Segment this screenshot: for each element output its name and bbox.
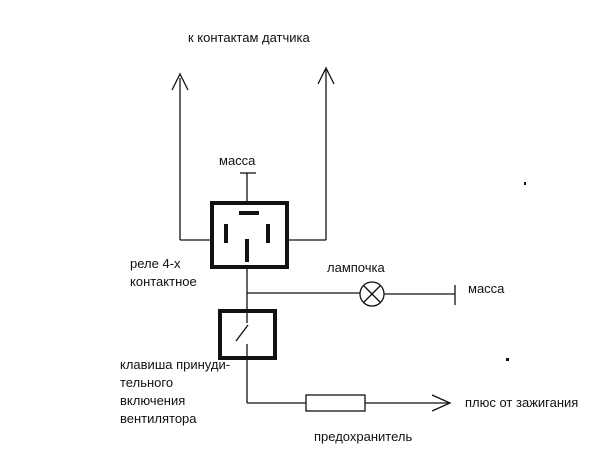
sensor-contacts-label: к контактам датчика (188, 30, 310, 45)
switch-label-line1: клавиша принуди- (120, 357, 230, 372)
fuse-label: предохранитель (314, 429, 412, 444)
relay-label-line1: реле 4-х (130, 256, 181, 271)
fuse-symbol (305, 394, 366, 412)
switch-label-line3: включения (120, 393, 185, 408)
relay-label-line2: контактное (130, 274, 197, 289)
switch-label-line4: вентилятора (120, 411, 197, 426)
lamp-ground-label: масса (468, 281, 505, 296)
stray-dot (506, 358, 509, 361)
ignition-plus-label: плюс от зажигания (465, 395, 578, 410)
lamp-symbol (359, 281, 385, 307)
fan-force-switch (218, 309, 277, 360)
switch-label-line2: тельного (120, 375, 173, 390)
relay (210, 201, 289, 269)
relay-ground-symbol (240, 172, 256, 203)
stray-dot (524, 182, 526, 185)
sensor-lead-left (171, 72, 212, 241)
sensor-lead-right (287, 66, 335, 241)
ignition-arrow (431, 394, 452, 412)
relay-ground-label: масса (219, 153, 256, 168)
lamp-label: лампочка (327, 260, 385, 275)
